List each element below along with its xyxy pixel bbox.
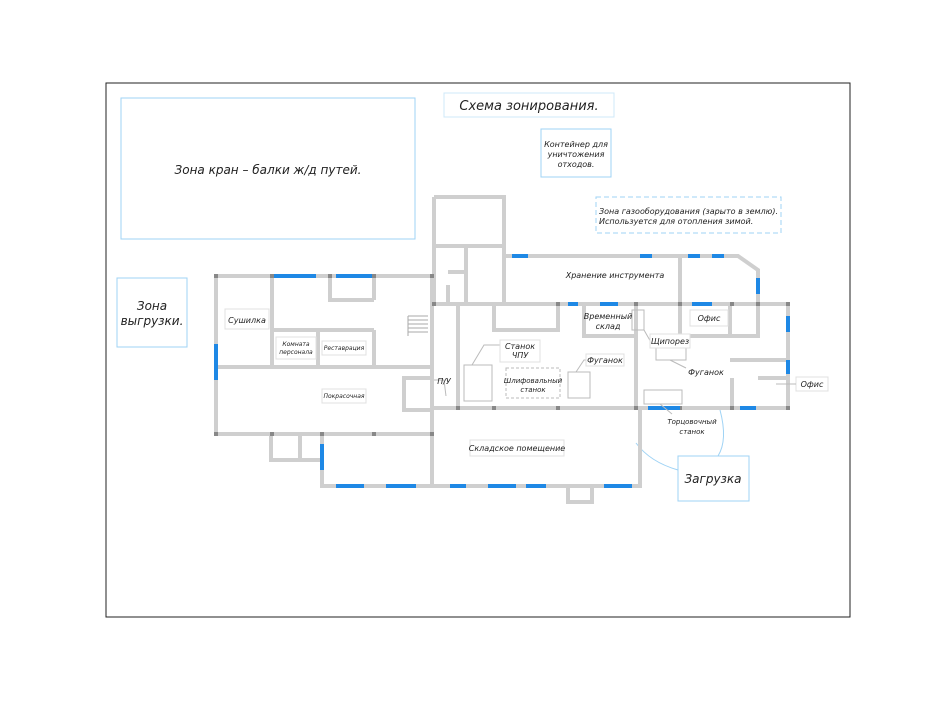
room-cnc-box	[499, 339, 541, 363]
room-office-2: Офис	[801, 380, 824, 389]
loading-zone	[677, 455, 750, 502]
unloading-zone	[116, 277, 188, 348]
room-staff-box	[275, 336, 317, 360]
loading-callout-line	[635, 442, 679, 471]
crane-zone	[120, 97, 416, 240]
loading-label: Загрузка	[684, 472, 741, 486]
room-paint: Покрасочная	[323, 393, 364, 400]
room-paint-box	[321, 388, 367, 404]
staircase	[407, 315, 428, 336]
page-title: Схема зонирования.	[459, 99, 598, 114]
room-cnc-2: ЧПУ	[512, 351, 530, 360]
label-pu: П/У	[437, 377, 452, 386]
room-temp-storage-1: Временный	[584, 312, 632, 321]
room-warehouse: Складское помещение	[469, 444, 566, 453]
room-office-box	[689, 309, 729, 327]
gas-label-1: Зона газооборудования (зарыто в землю).	[599, 207, 778, 216]
room-grinder-2: станок	[520, 386, 546, 394]
room-tenoner-box	[649, 333, 691, 349]
waste-container-zone	[540, 128, 612, 178]
room-restoration-box	[321, 340, 367, 356]
room-tool-storage: Хранение инструмента	[565, 271, 665, 280]
sheet-frame	[105, 82, 851, 618]
room-dryer: Сушилка	[228, 316, 266, 325]
windows	[214, 254, 790, 488]
room-crosscut-1: Торцовочный	[667, 418, 717, 426]
room-restoration: Реставрация	[324, 345, 365, 352]
room-temp-storage-2: склад	[596, 322, 621, 331]
room-jointer: Фуганок	[587, 356, 623, 365]
equipment	[434, 309, 687, 415]
building-walls	[214, 195, 790, 504]
room-grinder-1: Шлифовальный	[504, 377, 563, 385]
waste-label-3: отходов.	[558, 160, 595, 169]
room-staff-2: персонала	[279, 349, 313, 356]
columns	[214, 274, 790, 436]
room-cnc-1: Станок	[505, 342, 535, 351]
waste-label-1: Контейнер для	[544, 140, 608, 149]
unloading-label-1: Зона	[137, 299, 167, 313]
room-staff-1: Комната	[282, 341, 310, 348]
unloading-label-2: выгрузки.	[121, 314, 184, 328]
gas-zone	[595, 196, 782, 234]
title-box	[443, 92, 615, 118]
room-warehouse-box	[469, 439, 565, 457]
waste-label-2: уничтожения	[547, 150, 605, 159]
loading-callout-line-2	[717, 409, 724, 457]
room-tenoner: Щипорез	[651, 337, 689, 346]
room-jointer-box	[585, 353, 625, 367]
room-jointer-2: Фуганок	[688, 368, 724, 377]
room-dryer-box	[224, 308, 270, 330]
gas-label-2: Используется для отопления зимой.	[599, 217, 753, 226]
room-crosscut-2: станок	[679, 428, 705, 436]
room-office: Офис	[698, 314, 721, 323]
crane-zone-label: Зона кран – балки ж/д путей.	[175, 163, 362, 177]
